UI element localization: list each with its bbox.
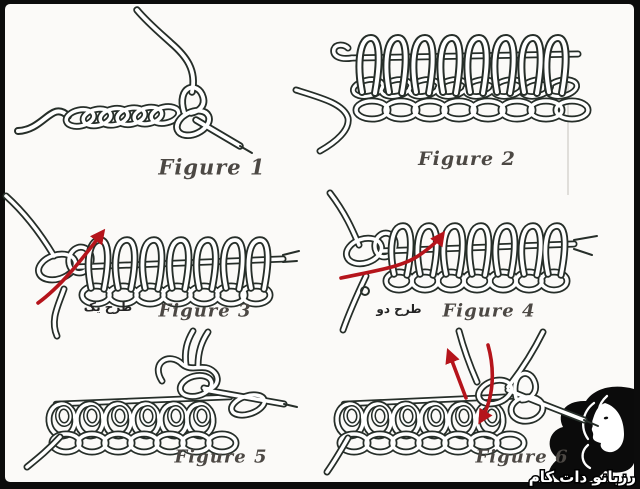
up-insertion-arrow xyxy=(445,348,468,400)
figure-4-pattern-two-drawing xyxy=(326,189,598,334)
figure-4-caption: Figure 4 xyxy=(442,300,536,322)
figure-1-chain-stitch-drawing xyxy=(14,6,253,154)
figure-3-caption: Figure 3 xyxy=(158,300,252,322)
stitch-inner-curls xyxy=(342,405,502,427)
chain-loops xyxy=(62,103,183,130)
watermark-site-text: رزبانو دات کام xyxy=(529,468,636,486)
bottom-chain-bumps xyxy=(48,430,240,456)
figure-1-caption: Figure 1 xyxy=(158,154,266,180)
vertical-loops xyxy=(84,236,272,293)
hook-tip xyxy=(239,145,253,154)
hook-tip xyxy=(583,419,599,427)
hair-swirl xyxy=(581,443,592,470)
figure-6-caption: Figure 6 xyxy=(475,446,569,468)
hook-tip xyxy=(283,403,298,408)
eye-dot xyxy=(603,416,609,420)
down-insertion-arrow xyxy=(478,343,495,425)
needle-end-line xyxy=(282,260,298,263)
figure-3-pattern-label: طرح یک xyxy=(83,300,133,314)
bottom-chain-bumps xyxy=(78,282,274,308)
figure-5-caption: Figure 5 xyxy=(174,446,268,468)
bottom-chain-bumps xyxy=(352,97,592,123)
woman-face-profile xyxy=(591,403,624,453)
figure-6-insertion-arrows-drawing xyxy=(323,327,599,476)
stitch-inner-curls xyxy=(54,405,212,427)
vertical-loops xyxy=(355,34,570,97)
figure-3-pattern-one-drawing xyxy=(2,192,300,340)
figure-4-pattern-label: طرح دو xyxy=(376,302,422,316)
insert-direction-arrow xyxy=(36,228,106,305)
figure-2-loops-on-hook-drawing xyxy=(292,34,592,155)
hair-strand xyxy=(548,458,562,483)
bottom-chain-bumps xyxy=(336,430,528,456)
needle-end-line xyxy=(573,248,593,256)
vertical-loops xyxy=(387,222,569,279)
bottom-chain-bumps xyxy=(382,268,571,294)
yarn-knot-ring xyxy=(360,286,370,296)
figure-5-worked-row-drawing xyxy=(23,327,298,471)
needle-end-line xyxy=(573,235,598,241)
figure-2-caption: Figure 2 xyxy=(418,148,516,170)
rozbanoo-watermark-logo xyxy=(548,386,634,485)
insert-direction-arrow xyxy=(339,230,446,280)
needle-end-line xyxy=(282,250,300,256)
